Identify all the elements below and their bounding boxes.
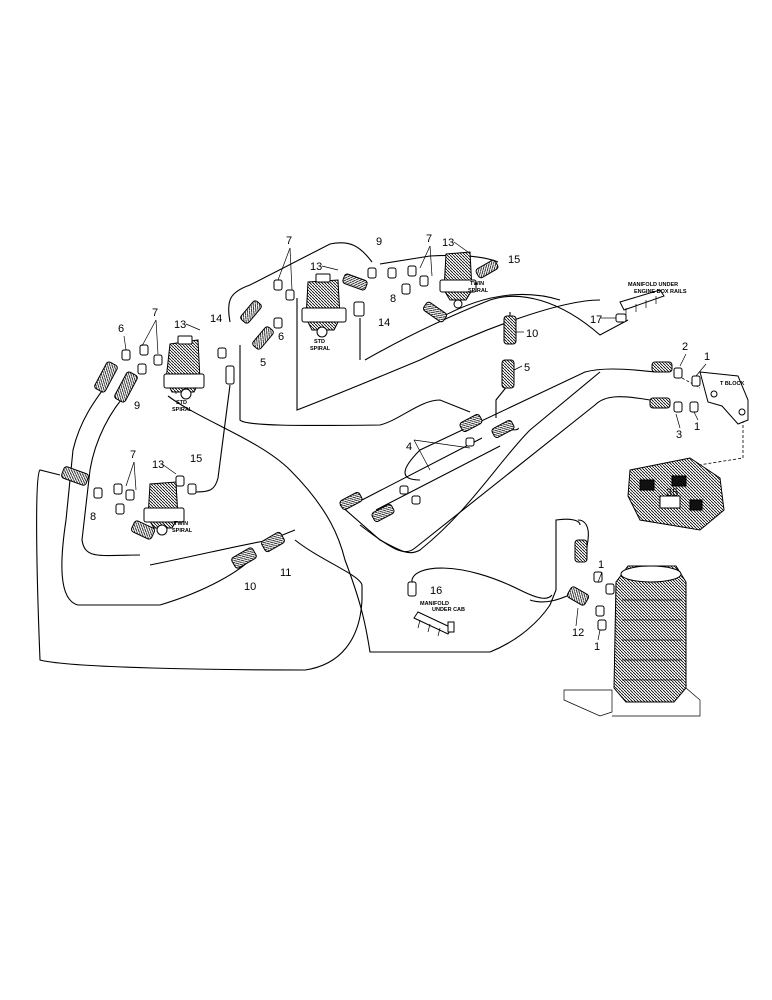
motor-std-spiral-top: [301, 273, 347, 338]
callout-3: 3: [676, 429, 682, 441]
callout-1: 1: [598, 559, 604, 571]
manifold-under-engine-box: [619, 289, 665, 316]
callout-17: 17: [590, 314, 602, 326]
callout-13: 13: [442, 237, 454, 249]
std-spiral-top-label-1: STD: [314, 339, 325, 345]
callout-13: 13: [174, 319, 186, 331]
component-labels: STD SPIRAL STD SPIRAL TWIN SPIRAL TWIN S…: [172, 281, 744, 613]
callout-1: 1: [594, 641, 600, 653]
callout-8: 8: [390, 293, 396, 305]
callout-12: 12: [572, 627, 584, 639]
callout-5: 5: [524, 362, 530, 374]
manifold-cab-label-2: UNDER CAB: [432, 607, 465, 613]
callout-2: 2: [682, 341, 688, 353]
callout-14: 14: [210, 313, 222, 325]
manifold-engine-box-label-2: ENGINE BOX RAILS: [634, 289, 687, 295]
motor-twin-spiral-top: [439, 251, 477, 309]
manifold-under-cab: [413, 611, 455, 637]
std-spiral-top-label-2: SPIRAL: [310, 346, 331, 352]
callout-13: 13: [152, 459, 164, 471]
hose-fittings: [61, 259, 701, 631]
control-valve: [627, 457, 725, 531]
valve-number-label: 35: [666, 487, 678, 499]
callout-leaders: [123, 241, 707, 641]
twin-spiral-left-label-2: SPIRAL: [172, 528, 193, 534]
t-block-label: T BLOCK: [720, 381, 744, 387]
swing-pump-assembly: [563, 565, 701, 717]
std-spiral-left-label-2: SPIRAL: [172, 407, 193, 413]
callout-5: 5: [260, 357, 266, 369]
twin-spiral-top-label-2: SPIRAL: [468, 288, 489, 294]
motor-twin-spiral-left: [143, 481, 185, 536]
callout-7: 7: [286, 235, 292, 247]
callout-15: 15: [190, 453, 202, 465]
callout-7: 7: [426, 233, 432, 245]
manifold-cab-label-1: MANIFOLD: [420, 601, 449, 607]
callout-6: 6: [278, 331, 284, 343]
callout-9: 9: [376, 236, 382, 248]
callout-7: 7: [130, 449, 136, 461]
callout-9: 9: [134, 400, 140, 412]
callout-14: 14: [378, 317, 390, 329]
callouts: 1 1 1 1 2 3 4 5 5 6 6 7 7 7 7 8 8 9 9 10…: [90, 233, 710, 653]
callout-4: 4: [406, 441, 412, 453]
callout-10: 10: [244, 581, 256, 593]
twin-spiral-left-label-1: TWIN: [174, 521, 188, 527]
motor-std-spiral-left: [163, 335, 205, 400]
twin-spiral-top-label-1: TWIN: [470, 281, 484, 287]
t-block: [699, 371, 749, 425]
callout-6: 6: [118, 323, 124, 335]
std-spiral-left-label-1: STD: [176, 400, 187, 406]
callout-16: 16: [430, 585, 442, 597]
callout-1: 1: [694, 421, 700, 433]
callout-7: 7: [152, 307, 158, 319]
callout-15: 15: [508, 254, 520, 266]
callout-1: 1: [704, 351, 710, 363]
callout-8: 8: [90, 511, 96, 523]
callout-10: 10: [526, 328, 538, 340]
callout-11: 11: [280, 567, 291, 579]
callout-13: 13: [310, 261, 322, 273]
manifold-engine-box-label-1: MANIFOLD UNDER: [628, 282, 678, 288]
